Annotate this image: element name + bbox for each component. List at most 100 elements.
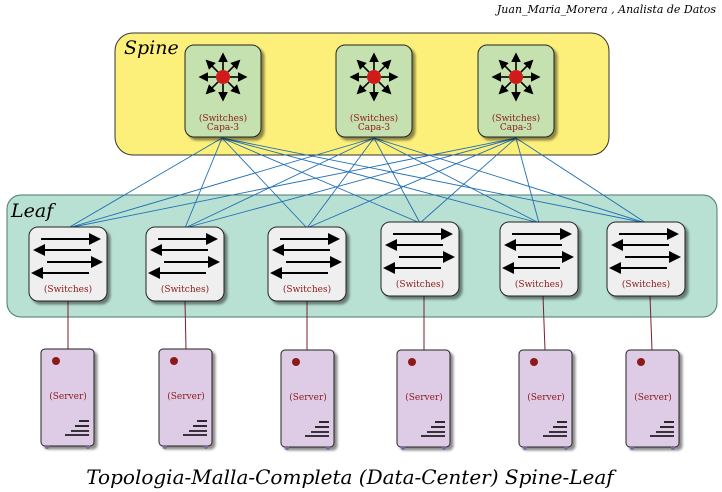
leaf-switch-label: (Switches) [515,279,563,290]
server-label: (Server) [167,391,205,402]
leaf-switch-body [499,221,579,297]
switch-arrows-icon [148,233,220,279]
arrow-icon [498,59,512,73]
spine-switch[interactable]: (Switches) Capa-3 [335,44,413,138]
mesh-link [373,137,540,224]
leaf-switch-body [267,226,347,302]
spine-switch[interactable]: (Switches) Capa-3 [184,44,262,138]
foot-icon [523,446,527,450]
hub-icon [216,70,230,84]
arrow-icon [227,81,241,95]
drive-bays-icon [630,421,675,450]
mesh-link [373,137,647,224]
foot-icon [401,446,405,450]
foot-icon [163,445,167,449]
arrow-icon [378,81,392,95]
spine-switch-label: (Switches) [492,113,540,124]
foot-icon [204,445,208,449]
server-label: (Server) [289,392,327,403]
mesh-link [515,137,540,224]
foot-icon [45,445,49,449]
drive-bays-icon [285,421,330,450]
arrow-icon [520,59,534,73]
mesh-link [184,137,517,229]
server[interactable]: (Server) [625,349,680,450]
leaf-zone-label: Leaf [10,200,56,222]
arrow-icon [520,81,534,95]
spine-switch-layer: Capa-3 [500,123,532,133]
arrow-icon [498,81,512,95]
switch-arrows-icon [383,228,455,274]
spine-switch[interactable]: (Switches) Capa-3 [477,44,555,138]
mesh-link [373,137,421,224]
leaf-switch-body [606,221,686,297]
server-label: (Server) [405,392,443,403]
server[interactable]: (Server) [158,348,213,449]
server-label: (Server) [527,392,565,403]
foot-icon [442,446,446,450]
mesh-link [306,137,375,229]
power-led-icon [170,357,178,365]
power-led-icon [530,358,538,366]
power-led-icon [637,358,645,366]
mesh-link [184,137,223,229]
server[interactable]: (Server) [40,348,95,449]
server-label: (Server) [49,391,87,402]
mesh-link [184,137,375,229]
foot-icon [630,446,634,450]
server-link [649,295,653,351]
spine-switch-label: (Switches) [350,113,398,124]
router-arrows-icon [198,52,248,102]
power-led-icon [292,358,300,366]
server-link [542,295,546,351]
spine-switch-label: (Switches) [199,113,247,124]
router-arrows-icon [491,52,541,102]
hub-icon [509,70,523,84]
leaf-switch-label: (Switches) [396,279,444,290]
mesh-link [221,137,540,224]
author-credit: Juan_Maria_Morera , Analista de Datos [495,3,716,16]
server-label: (Server) [634,392,672,403]
foot-icon [671,446,675,450]
leaf-switch[interactable]: (Switches) [28,226,108,302]
mesh-link [221,137,647,224]
server[interactable]: (Server) [396,349,451,450]
drive-bays-icon [401,421,446,450]
hub-icon [367,70,381,84]
mesh-link [67,137,517,229]
server-link [184,300,187,350]
spine-zone-label: Spine [124,37,179,59]
leaf-switch-label: (Switches) [161,284,209,295]
foot-icon [86,445,90,449]
power-led-icon [408,358,416,366]
leaf-switch-label: (Switches) [44,284,92,295]
spine-switch-layer: Capa-3 [207,123,239,133]
foot-icon [326,446,330,450]
drive-bays-icon [523,421,568,450]
power-led-icon [52,357,60,365]
drive-bays-icon [45,420,90,449]
arrow-icon [378,59,392,73]
leaf-switch[interactable]: (Switches) [145,226,225,302]
leaf-switch-label: (Switches) [622,279,670,290]
foot-icon [285,446,289,450]
leaf-switch[interactable]: (Switches) [267,226,347,302]
drive-bays-icon [163,420,208,449]
mesh-link [221,137,421,224]
mesh-link [221,137,308,229]
diagram-title: Topologia-Malla-Completa (Data-Center) S… [86,465,617,489]
leaf-switch-label: (Switches) [283,284,331,295]
arrow-icon [356,59,370,73]
mesh-links [67,137,647,229]
leaf-switch[interactable]: (Switches) [499,221,579,297]
leaf-switch[interactable]: (Switches) [380,221,460,297]
mesh-link [306,137,517,229]
router-arrows-icon [349,52,399,102]
switch-arrows-icon [609,228,681,274]
leaf-switch-body [380,221,460,297]
leaf-switch[interactable]: (Switches) [606,221,686,297]
server[interactable]: (Server) [518,349,573,450]
mesh-link [67,137,223,229]
server[interactable]: (Server) [280,349,335,450]
